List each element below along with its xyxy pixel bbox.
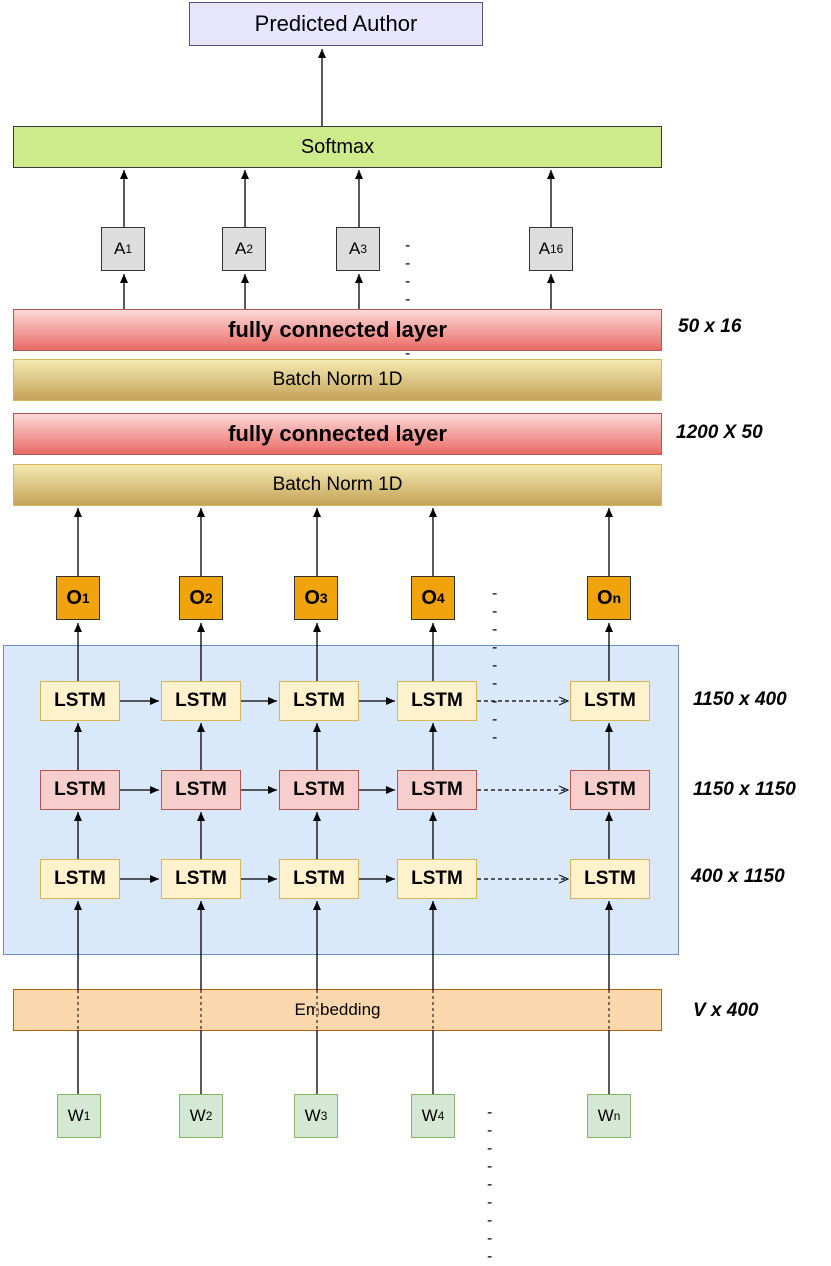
lstm-cell-mid-n: LSTM xyxy=(570,770,650,810)
embedding-layer: Embedding xyxy=(13,989,662,1031)
lstm-cell-top-3: LSTM xyxy=(279,681,359,721)
batch-norm-bottom: Batch Norm 1D xyxy=(13,464,662,506)
dim-lstm-bottom: 400 x 1150 xyxy=(691,866,785,887)
softmax-layer: Softmax xyxy=(13,126,662,168)
fully-connected-layer-bottom: fully connected layer xyxy=(13,413,662,455)
embedding-label: Embedding xyxy=(293,1000,382,1020)
lstm-cell-mid-1: LSTM xyxy=(40,770,120,810)
lstm-cell-bottom-3: LSTM xyxy=(279,859,359,899)
predicted-author-label: Predicted Author xyxy=(254,11,418,36)
lstm-cell-top-2: LSTM xyxy=(161,681,241,721)
lstm-cell-bottom-1: LSTM xyxy=(40,859,120,899)
lstm-cell-top-1: LSTM xyxy=(40,681,120,721)
lstm-cell-top-n: LSTM xyxy=(570,681,650,721)
lstm-cell-mid-4: LSTM xyxy=(397,770,477,810)
dim-lstm-top: 1150 x 400 xyxy=(693,689,787,710)
lstm-cell-mid-2: LSTM xyxy=(161,770,241,810)
word-inputs-ellipsis: --------- xyxy=(487,1104,493,1265)
dim-fc-top: 50 x 16 xyxy=(678,316,742,337)
diagram-connectors xyxy=(74,49,613,1094)
lstm-cell-bottom-2: LSTM xyxy=(161,859,241,899)
lstm-cell-mid-3: LSTM xyxy=(279,770,359,810)
lstm-cell-bottom-n: LSTM xyxy=(570,859,650,899)
fully-connected-layer-top: fully connected layer xyxy=(13,309,662,351)
predicted-author-box: Predicted Author xyxy=(189,2,483,46)
dim-lstm-mid: 1150 x 1150 xyxy=(693,779,796,800)
lstm-outputs-ellipsis: --------- xyxy=(492,585,498,746)
lstm-cell-top-4: LSTM xyxy=(397,681,477,721)
dim-embedding: V x 400 xyxy=(693,1000,759,1021)
softmax-label: Softmax xyxy=(300,135,375,158)
lstm-cell-bottom-4: LSTM xyxy=(397,859,477,899)
dim-fc-bottom: 1200 X 50 xyxy=(676,422,763,443)
batch-norm-top: Batch Norm 1D xyxy=(13,359,662,401)
